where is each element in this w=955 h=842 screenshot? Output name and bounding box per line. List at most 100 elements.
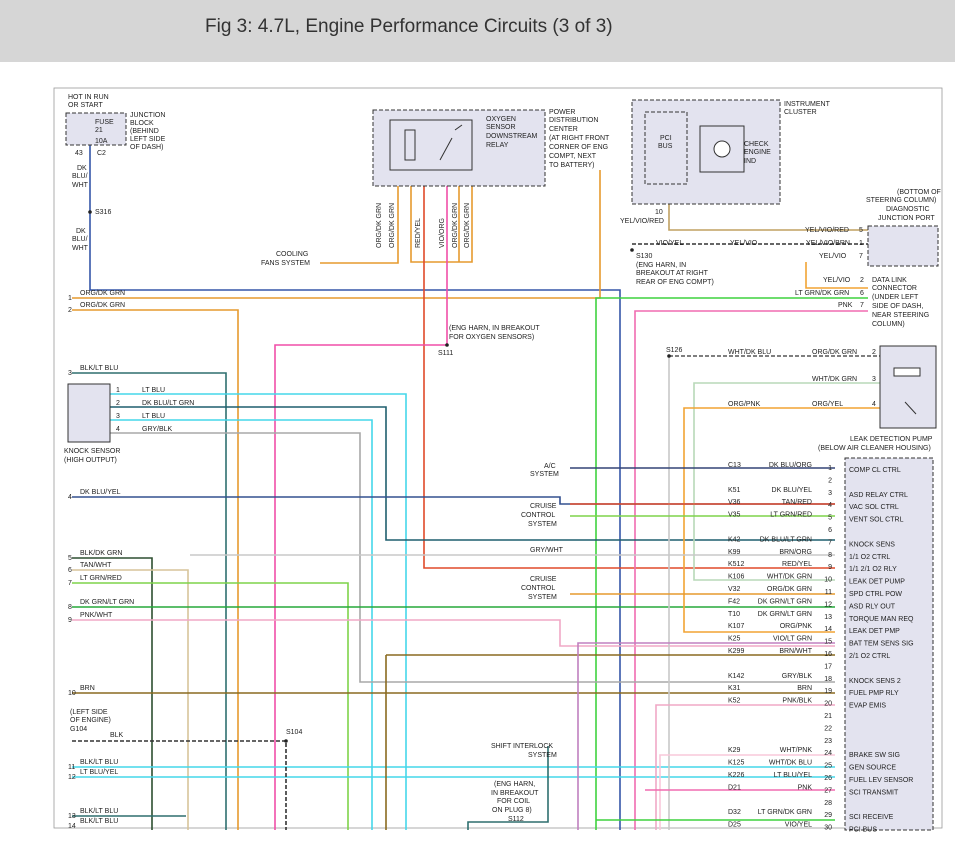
left-pin-wire: DK GRN/LT GRN xyxy=(80,599,134,606)
wire-ldp-wht-dk-grn xyxy=(693,382,880,581)
relay-wire-label: VIO/ORG xyxy=(439,218,446,248)
knock-sensor-box xyxy=(67,383,111,443)
pcm-circuit: T10 xyxy=(728,611,740,618)
figure-title: Fig 3: 4.7L, Engine Performance Circuits… xyxy=(205,16,613,37)
pcm-circuit: K25 xyxy=(728,636,741,643)
wire-label-dk-blu-wht-1: BLU/ xyxy=(72,173,88,180)
djp-pin-1: 1 xyxy=(859,240,863,247)
pcm-wire-color: WHT/PNK xyxy=(780,747,813,754)
djp-box xyxy=(867,225,939,267)
pcm-wire-color: DK GRN/LT GRN xyxy=(758,598,812,605)
splice-s126-dot xyxy=(667,354,671,358)
pcm-function: KNOCK SENS xyxy=(849,541,895,548)
shift-interlock-1: SYSTEM xyxy=(528,752,557,759)
pcm-pin-number: 27 xyxy=(824,787,832,794)
pcm-wire-color: DK BLU/YEL xyxy=(772,487,813,494)
left-side-engine-1: OF ENGINE) xyxy=(70,717,111,724)
pcm-wire-color: BRN/WHT xyxy=(779,648,812,655)
left-pin-wire: BLK/LT BLU xyxy=(80,808,118,815)
pcm-function: VENT SOL CTRL xyxy=(849,517,904,524)
dlc-label-1: CONNECTOR xyxy=(872,285,917,292)
pcm-wire-color: LT GRN/DK GRN xyxy=(758,809,812,816)
wire-dlc-yel xyxy=(805,262,868,289)
data-link-connector: YEL/VIO 2 LT GRN/DK GRN 6 PNK 7 DATA LIN… xyxy=(795,277,929,328)
pcm-wire-color: GRY/BLK xyxy=(782,673,813,680)
pdc-label-0: POWER xyxy=(549,109,575,116)
instrument-cluster: PCI BUS CHECK ENGINE IND INSTRUMENT CLUS… xyxy=(620,99,831,225)
ldp-label-1: (BELOW AIR CLEANER HOUSING) xyxy=(818,445,931,452)
knock-pin-number: 1 xyxy=(116,387,120,394)
splice-s111-dot xyxy=(445,343,449,347)
pcm-circuit: K512 xyxy=(728,561,744,568)
dlc-label-3: SIDE OF DASH, xyxy=(872,303,923,310)
s126-label: S126 xyxy=(666,347,682,354)
hot-run-label: HOT IN RUN xyxy=(68,94,109,101)
eng-harn-coil-1: IN BREAKOUT xyxy=(491,790,539,797)
wire-pcm-pnk xyxy=(655,704,835,830)
pcm-pin-number: 19 xyxy=(824,688,832,695)
pcm-function: 1/1 2/1 O2 RLY xyxy=(849,566,897,573)
dlc-label-2: (UNDER LEFT xyxy=(872,294,919,301)
pdc-label-1: DISTRIBUTION xyxy=(549,117,598,124)
splice-s316: S316 xyxy=(95,209,111,216)
ldp-wire-b: ORG/DK GRN xyxy=(812,349,857,356)
wire-s112 xyxy=(467,746,549,830)
pcm-function: BRAKE SW SIG xyxy=(849,752,900,759)
pcm-wire-color: WHT/DK BLU xyxy=(769,760,812,767)
pcm-wire-color: WHT/DK GRN xyxy=(767,574,812,581)
pcm-circuit: V32 xyxy=(728,586,741,593)
pcm-wire-color: PNK xyxy=(798,784,813,791)
pcm-function: GEN SOURCE xyxy=(849,765,896,772)
pcm-circuit: V35 xyxy=(728,512,741,519)
pcm-pin-number: 12 xyxy=(824,601,832,608)
wire-ks-3 xyxy=(72,372,227,830)
pci-label-1: BUS xyxy=(658,143,673,150)
cooling-fans-0: COOLING xyxy=(276,251,308,258)
wire-lt-grn-dk-grn-6: LT GRN/DK GRN xyxy=(795,290,849,297)
steering-col-1: STEERING COLUMN) xyxy=(866,197,936,204)
pcm-wire-color: VIO/LT GRN xyxy=(773,636,812,643)
wire-left-4 xyxy=(72,496,835,505)
wire-left-5 xyxy=(72,557,153,830)
o2-relay-label-3: RELAY xyxy=(486,142,509,149)
pcm-wire-color: ORG/DK GRN xyxy=(767,586,812,593)
wire-yel-vio-brn: YEL/VIO/BRN xyxy=(806,240,850,247)
djp-pin-7: 7 xyxy=(859,253,863,260)
gry-wht-label: GRY/WHT xyxy=(530,547,564,554)
left-pin-wire: BRN xyxy=(80,685,95,692)
knock-pin-number: 3 xyxy=(116,413,120,420)
fuse-label: FUSE xyxy=(95,119,114,126)
pdc-label-5: COMPT, NEXT xyxy=(549,153,597,160)
left-pin-number: 6 xyxy=(68,567,72,574)
wire-label-dk-blu-wht-5: WHT xyxy=(72,245,89,252)
pcm-circuit: K142 xyxy=(728,673,744,680)
pcm-circuit: C13 xyxy=(728,462,741,469)
pcm-function: 1/1 O2 CTRL xyxy=(849,554,890,561)
wire-yel-vio-red-1: YEL/VIO/RED xyxy=(620,218,664,225)
pcm-wire-color: VIO/YEL xyxy=(785,822,812,829)
pcm-wire-color: LT GRN/RED xyxy=(770,512,812,519)
ldp-pin: 2 xyxy=(872,349,876,356)
pin-10: 10 xyxy=(655,209,663,216)
pcm-pin-number: 3 xyxy=(828,490,832,497)
left-pin-wire: DK BLU/YEL xyxy=(80,489,121,496)
ldp-label-0: LEAK DETECTION PUMP xyxy=(850,436,933,443)
wire-label-dk-blu-wht-0: DK xyxy=(77,165,87,172)
check-engine-label-2: IND xyxy=(744,158,756,165)
left-pin-number: 3 xyxy=(68,370,72,377)
check-engine-lamp-icon xyxy=(713,140,731,158)
wire-label-dk-blu-wht-3: DK xyxy=(76,228,86,235)
knock-pin-number: 2 xyxy=(116,400,120,407)
ldp-resistor xyxy=(893,367,921,377)
pcm-wire-color: TAN/RED xyxy=(782,499,812,506)
hot-run-label-2: OR START xyxy=(68,102,103,109)
dlc-label-0: DATA LINK xyxy=(872,277,907,284)
check-engine-label-0: CHECK xyxy=(744,141,769,148)
fuse-rating: 10A xyxy=(95,138,108,145)
left-pin-number: 5 xyxy=(68,555,72,562)
left-pin-number: 8 xyxy=(68,604,72,611)
s130-3: REAR OF ENG COMPT) xyxy=(636,279,714,286)
pcm-circuit: D25 xyxy=(728,822,741,829)
pcm-pin-number: 20 xyxy=(824,701,832,708)
